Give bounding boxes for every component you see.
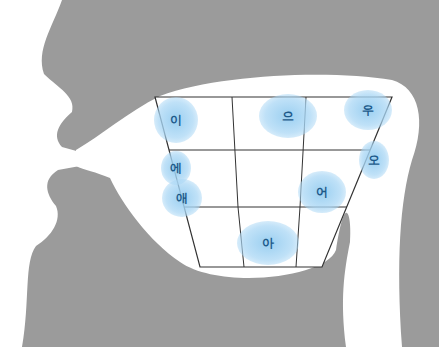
grid-line: [232, 97, 238, 207]
vowel-blob: 우: [344, 90, 392, 130]
vowel-label: 어: [316, 185, 328, 199]
vowel-label: 으: [282, 109, 294, 123]
vowel-blob: 이: [154, 97, 198, 143]
vowel-label: 에: [170, 161, 182, 175]
vowel-label: 아: [262, 236, 274, 250]
vowel-label: 오: [368, 153, 380, 167]
vowel-label: 이: [170, 113, 182, 127]
vowel-label: 애: [176, 191, 188, 205]
face-outline: [0, 0, 80, 347]
vowel-blob: 오: [359, 141, 389, 179]
grid-line: [169, 150, 370, 151]
vowel-blob: 애: [162, 179, 202, 217]
vowel-blob: 아: [237, 221, 299, 265]
vowel-label: 우: [362, 103, 374, 117]
vowel-blob: 어: [298, 171, 346, 213]
oral-cavity: [76, 75, 419, 347]
vowel-blob: 으: [259, 94, 317, 138]
